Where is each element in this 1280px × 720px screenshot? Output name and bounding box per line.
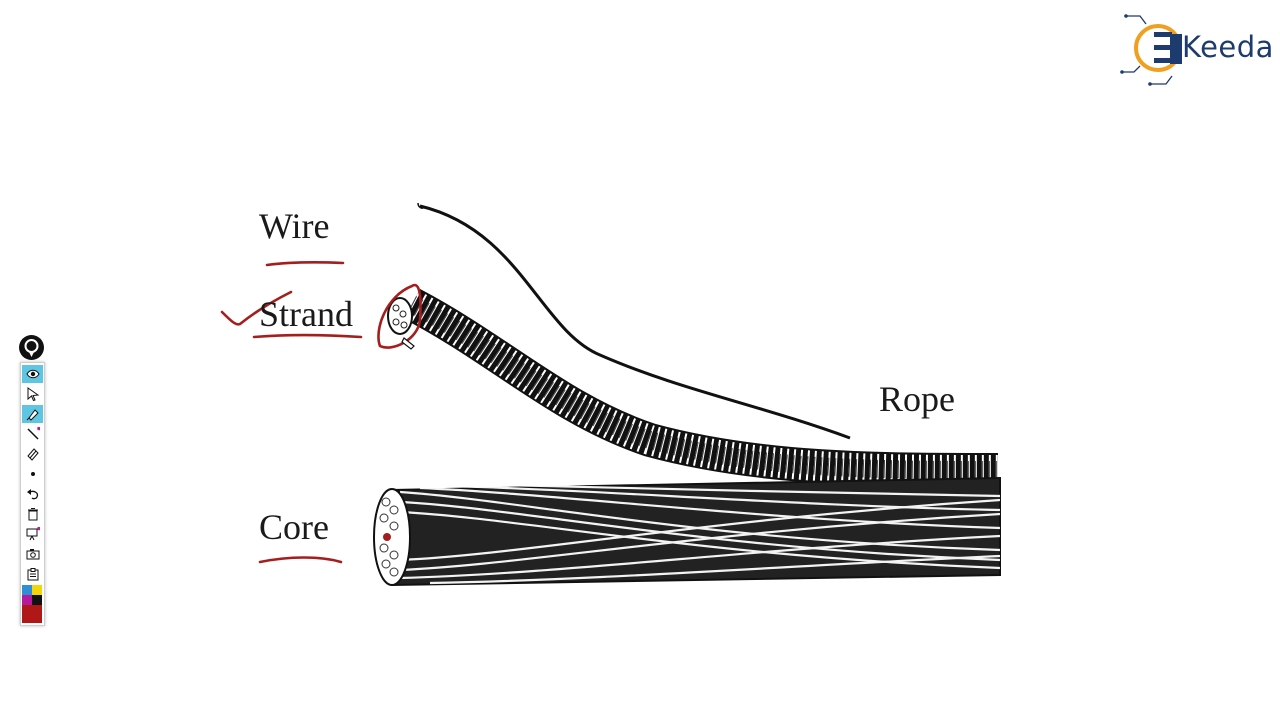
line-icon [26, 427, 40, 440]
color-swatch-black[interactable] [32, 595, 42, 605]
undo-button[interactable] [22, 485, 43, 503]
undo-icon [26, 489, 38, 500]
pen-cursor-icon [401, 337, 415, 350]
strand-checkmark [220, 290, 293, 326]
pointer-arrow-icon [27, 387, 39, 401]
brush-size-dot-icon [30, 472, 35, 476]
core-annotation-dot [383, 533, 391, 541]
rope-drawing [373, 476, 1001, 587]
highlighter-pen-icon [26, 409, 39, 421]
color-swatch-blue[interactable] [22, 585, 32, 595]
pointer-tool-button[interactable] [22, 385, 43, 403]
strand-end-circle [377, 283, 422, 349]
label-strand: Strand [259, 294, 353, 334]
color-swatch-yellow[interactable] [32, 585, 42, 595]
annotation-toolbar [20, 362, 45, 626]
color-swatch-red-active[interactable] [22, 605, 42, 623]
eraser-tool-button[interactable] [22, 445, 43, 463]
label-core: Core [259, 507, 329, 547]
highlighter-tool-button[interactable] [22, 405, 43, 423]
eye-tool-button[interactable] [22, 365, 43, 383]
pen-annotations [220, 261, 422, 564]
label-rope: Rope [879, 379, 955, 419]
clear-button[interactable] [22, 505, 43, 523]
camera-icon [26, 549, 39, 560]
whiteboard-icon [26, 527, 40, 541]
strand-underline [252, 333, 363, 339]
eye-icon [25, 369, 40, 379]
screenshot-button[interactable] [22, 545, 43, 563]
clipboard-button[interactable] [22, 565, 43, 583]
trash-icon [27, 508, 38, 521]
eraser-icon [26, 448, 39, 461]
whiteboard-button[interactable] [22, 525, 43, 543]
wire-underline [265, 261, 345, 267]
color-swatch-magenta[interactable] [22, 595, 32, 605]
clipboard-icon [27, 568, 38, 581]
label-wire: Wire [259, 206, 330, 246]
line-tool-button[interactable] [22, 425, 43, 443]
strand-drawing [387, 288, 999, 487]
annotator-app-icon[interactable] [19, 335, 44, 360]
core-underline [258, 556, 343, 564]
brush-size-button[interactable] [22, 465, 43, 483]
ekeeda-logo-icon [1120, 14, 1182, 86]
wire-drawing [419, 204, 851, 440]
logo-wordmark: Keeda [1182, 30, 1274, 64]
